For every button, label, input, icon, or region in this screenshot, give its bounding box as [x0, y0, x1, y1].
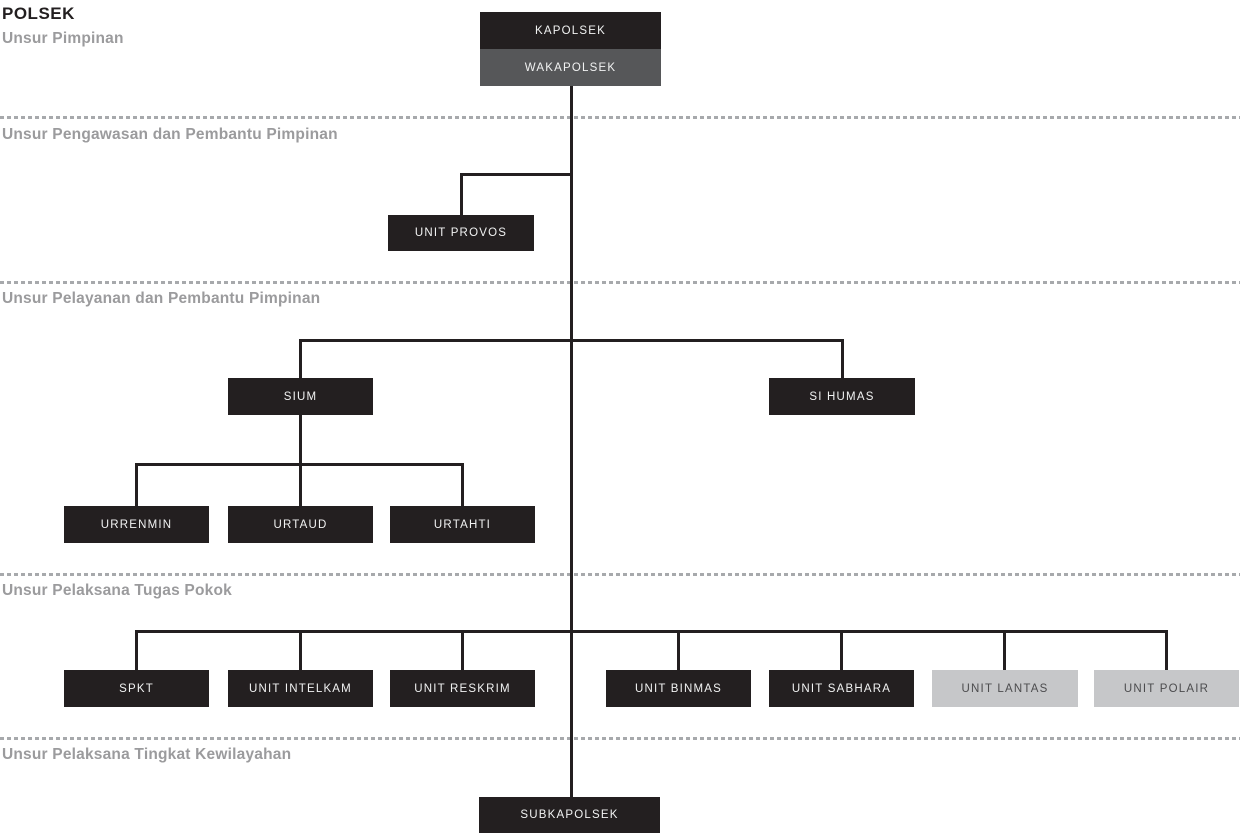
connector-line-row3-h [299, 339, 844, 342]
org-node-spkt: SPKT [64, 670, 209, 707]
connector-trunk-line [570, 85, 573, 797]
connector-line-sium-children-v [299, 415, 302, 465]
connector-line-intelkam-drop [299, 630, 302, 670]
connector-line-sium-drop [299, 339, 302, 378]
section-separator [0, 281, 1240, 284]
connector-line-row4-h [135, 630, 1168, 633]
org-node-urtaud: URTAUD [228, 506, 373, 543]
org-node-sium: SIUM [228, 378, 373, 415]
org-node-urrenmin: URRENMIN [64, 506, 209, 543]
connector-line-provos-v [460, 173, 463, 215]
section-separator [0, 116, 1240, 119]
org-node-unit-polair: UNIT POLAIR [1094, 670, 1239, 707]
org-node-unit-sabhara: UNIT SABHARA [769, 670, 914, 707]
connector-line-urtaud-drop [299, 463, 302, 506]
connector-line-reskrim-drop [461, 630, 464, 670]
org-node-wakapolsek: WAKAPOLSEK [480, 49, 661, 86]
section-heading-pelaksana-pokok: Unsur Pelaksana Tugas Pokok [2, 582, 232, 599]
org-node-unit-binmas: UNIT BINMAS [606, 670, 751, 707]
section-heading-kewilayahan: Unsur Pelaksana Tingkat Kewilayahan [2, 746, 292, 763]
org-node-kapolsek: KAPOLSEK [480, 12, 661, 49]
org-node-unit-lantas: UNIT LANTAS [932, 670, 1078, 707]
section-heading-pimpinan: Unsur Pimpinan [2, 30, 124, 47]
section-heading-pelayanan: Unsur Pelayanan dan Pembantu Pimpinan [2, 290, 321, 307]
org-node-subkapolsek: SUBKAPOLSEK [479, 797, 660, 833]
org-node-unit-provos: UNIT PROVOS [388, 215, 534, 251]
connector-line-sabhara-drop [840, 630, 843, 670]
connector-line-lantas-drop [1003, 630, 1006, 670]
connector-line-provos-h [460, 173, 573, 176]
connector-line-polair-drop [1165, 630, 1168, 670]
org-node-si-humas: SI HUMAS [769, 378, 915, 415]
org-node-urtahti: URTAHTI [390, 506, 535, 543]
connector-line-urtahti-drop [461, 463, 464, 506]
org-node-unit-intelkam: UNIT INTELKAM [228, 670, 373, 707]
section-heading-pengawasan: Unsur Pengawasan dan Pembantu Pimpinan [2, 126, 338, 143]
connector-line-spkt-drop [135, 630, 138, 670]
org-node-unit-reskrim: UNIT RESKRIM [390, 670, 535, 707]
section-separator [0, 737, 1240, 740]
connector-line-binmas-drop [677, 630, 680, 670]
chart-title: POLSEK [2, 4, 75, 23]
connector-line-urrenmin-drop [135, 463, 138, 506]
connector-line-sihumas-drop [841, 339, 844, 378]
section-separator [0, 573, 1240, 576]
